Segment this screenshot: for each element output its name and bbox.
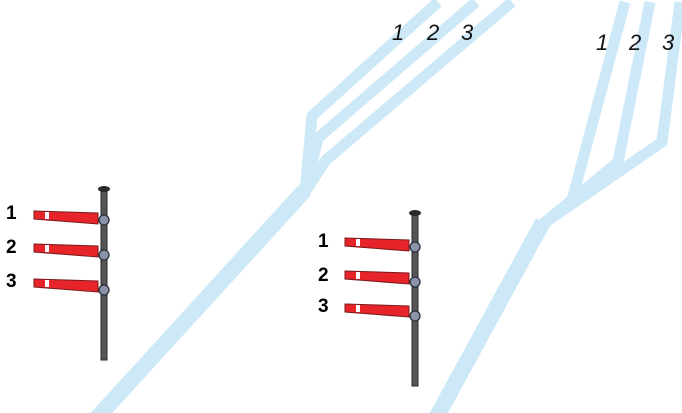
right-junction-label-2: 2 — [628, 30, 641, 55]
signal-right-mast — [411, 213, 419, 387]
left-junction-main-track — [90, 184, 311, 413]
signal-left-arm-1-blade — [33, 210, 99, 225]
signal-left-arm-1-label: 1 — [6, 203, 17, 224]
signal-left-arm-2: 2 — [6, 237, 110, 261]
signal-left-arm-2-pivot — [98, 249, 110, 261]
signal-left-arm-3-blade — [33, 278, 99, 293]
right-junction-main-track — [429, 218, 551, 413]
signal-right-arm-1-blade — [344, 237, 410, 252]
left-junction-label-1: 1 — [392, 20, 404, 45]
signal-left-arm-1-stripe — [45, 212, 49, 219]
signal-right-arm-3: 3 — [318, 296, 421, 322]
right-junction-label-1: 1 — [596, 30, 608, 55]
signal-right-finial — [409, 210, 421, 216]
signal-left-arm-2-blade — [33, 243, 99, 258]
signal-right: 1 2 3 — [318, 210, 421, 387]
signal-left-arm-1: 1 — [6, 203, 110, 226]
left-junction-track-3 — [300, 0, 516, 196]
signal-right-arm-2-pivot — [409, 276, 421, 288]
signal-right-arm-2-blade — [344, 270, 410, 285]
signal-right-arm-3-pivot — [409, 310, 421, 322]
signal-left-finial — [98, 186, 110, 192]
signal-left-arm-3-label: 3 — [6, 271, 17, 292]
signal-left-arm-2-label: 2 — [6, 237, 17, 258]
right-junction: 1 2 3 — [429, 0, 682, 413]
left-junction-label-2: 2 — [426, 20, 439, 45]
signal-right-arm-1: 1 — [318, 231, 421, 253]
signal-right-arm-1-stripe — [356, 239, 360, 246]
left-junction: 1 2 3 — [90, 0, 516, 413]
signal-right-arm-3-blade — [344, 303, 410, 318]
signal-left: 1 2 3 — [6, 186, 110, 361]
signal-left-arm-1-pivot — [98, 214, 110, 226]
left-junction-track-2 — [299, 0, 480, 194]
signal-left-arm-3-pivot — [98, 284, 110, 296]
signal-right-arm-2-label: 2 — [318, 265, 329, 286]
right-junction-track-3 — [539, 1, 682, 229]
signal-right-arm-2-stripe — [356, 272, 360, 279]
signal-left-arm-2-stripe — [45, 245, 49, 252]
signal-right-arm-3-stripe — [356, 305, 360, 312]
left-junction-label-3: 3 — [461, 20, 474, 45]
right-junction-label-3: 3 — [662, 30, 675, 55]
signal-left-arm-3-stripe — [45, 280, 49, 287]
signal-right-arm-1-label: 1 — [318, 231, 329, 252]
signal-right-arm-3-label: 3 — [318, 296, 329, 317]
signal-right-arm-2: 2 — [318, 265, 421, 288]
signal-right-arm-1-pivot — [409, 241, 421, 253]
signal-left-arm-3: 3 — [6, 271, 110, 296]
